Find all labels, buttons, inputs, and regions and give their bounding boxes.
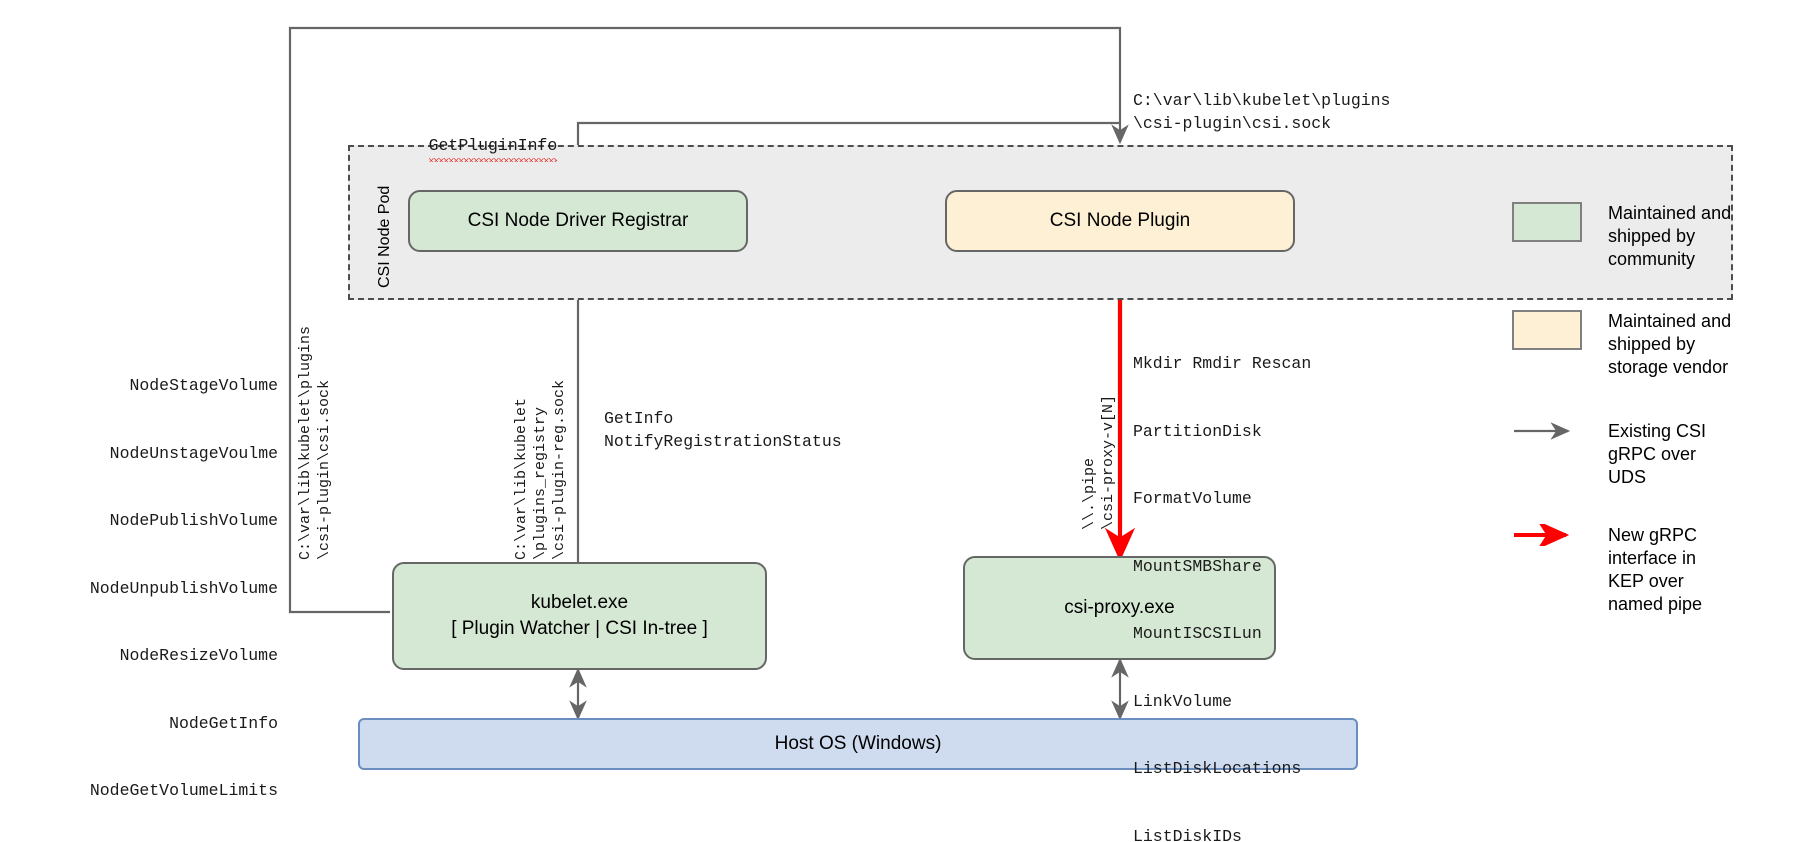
node-service-calls-list: NodeStageVolume NodeUnstageVoulme NodePu… <box>0 330 278 842</box>
legend-label-vendor: Maintained and shipped by storage vendor <box>1608 311 1732 377</box>
legend-swatch-vendor-yellow <box>1512 310 1582 350</box>
legend-label-new-grpc: New gRPC interface in KEP over named pip… <box>1608 525 1703 614</box>
csi-proxy-call-item: ListDiskLocations <box>1133 759 1302 778</box>
kubelet-exe-subtitle: [ Plugin Watcher | CSI In-tree ] <box>451 618 708 639</box>
kubelet-csi-sock-path-label: C:\var\lib\kubelet\plugins \csi-plugin\c… <box>297 325 333 560</box>
legend-label-existing-csi: Existing CSI gRPC over UDS <box>1608 421 1707 487</box>
legend-item-existing-csi: Existing CSI gRPC over UDS <box>1512 420 1706 489</box>
node-service-call-item: NodePublishVolume <box>109 511 278 530</box>
node-service-call-item: NodeGetInfo <box>169 713 278 733</box>
csi-proxy-call-item: ListDiskIDs <box>1133 826 1242 842</box>
gray-arrow-icon <box>1514 422 1571 440</box>
csi-node-plugin-box[interactable]: CSI Node Plugin <box>945 190 1295 252</box>
kubelet-exe-box[interactable]: kubelet.exe [ Plugin Watcher | CSI In-tr… <box>392 562 767 670</box>
kubelet-exe-title: kubelet.exe <box>530 592 629 614</box>
legend-item-new-grpc: New gRPC interface in KEP over named pip… <box>1512 520 1703 616</box>
legend-swatch-community-green <box>1512 202 1582 242</box>
plugin-socket-path-label: C:\var\lib\kubelet\plugins \csi-plugin\c… <box>1133 91 1391 133</box>
csi-proxy-call-item: Mkdir Rmdir Rescan <box>1133 354 1312 373</box>
node-service-call-item: NodeResizeVolume <box>119 646 278 665</box>
host-os-label: Host OS (Windows) <box>774 733 942 754</box>
csi-proxy-call-item: LinkVolume <box>1133 691 1233 711</box>
csi-node-driver-registrar-box[interactable]: CSI Node Driver Registrar <box>408 190 748 252</box>
csi-node-driver-registrar-label: CSI Node Driver Registrar <box>467 210 689 232</box>
csi-proxy-calls-list: Mkdir Rmdir Rescan PartitionDisk FormatV… <box>1133 308 1311 842</box>
registry-sock-path-label: C:\var\lib\kubelet \plugins_registry \cs… <box>513 379 568 560</box>
host-os-box[interactable]: Host OS (Windows) <box>358 718 1358 770</box>
legend-arrow-gray-cell <box>1512 420 1582 442</box>
csi-proxy-exe-label: csi-proxy.exe <box>1064 597 1175 619</box>
legend-arrow-red-cell <box>1512 520 1582 550</box>
node-service-call-item: NodeUnstageVoulme <box>109 443 278 463</box>
csi-proxy-call-item: PartitionDisk <box>1133 421 1262 441</box>
node-service-call-item: NodeStageVolume <box>129 376 278 395</box>
legend-item-community: Maintained and shipped by community <box>1512 202 1731 271</box>
legend-item-vendor: Maintained and shipped by storage vendor <box>1512 310 1731 379</box>
csi-node-pod-label: CSI Node Pod <box>376 185 393 288</box>
red-arrow-icon <box>1514 520 1570 550</box>
csi-proxy-call-item: MountSMBShare <box>1133 556 1262 576</box>
legend-label-community: Maintained and shipped by community <box>1608 203 1732 269</box>
csi-proxy-call-item: FormatVolume <box>1133 489 1252 508</box>
csi-node-plugin-label: CSI Node Plugin <box>1049 210 1191 232</box>
node-service-call-item: NodeGetVolumeLimits <box>89 781 278 800</box>
named-pipe-path-label: \\.\pipe \csi-proxy-v[N] <box>1081 394 1117 530</box>
get-plugin-info-text: GetPluginInfo <box>428 135 557 162</box>
csi-proxy-exe-box[interactable]: csi-proxy.exe <box>963 556 1276 660</box>
get-plugin-info-label: GetPluginInfo <box>389 112 557 180</box>
node-service-call-item: NodeUnpublishVolume <box>89 578 278 598</box>
csi-proxy-call-item: MountISCSILun <box>1133 624 1262 643</box>
registrar-calls-label: GetInfo NotifyRegistrationStatus <box>604 409 842 451</box>
